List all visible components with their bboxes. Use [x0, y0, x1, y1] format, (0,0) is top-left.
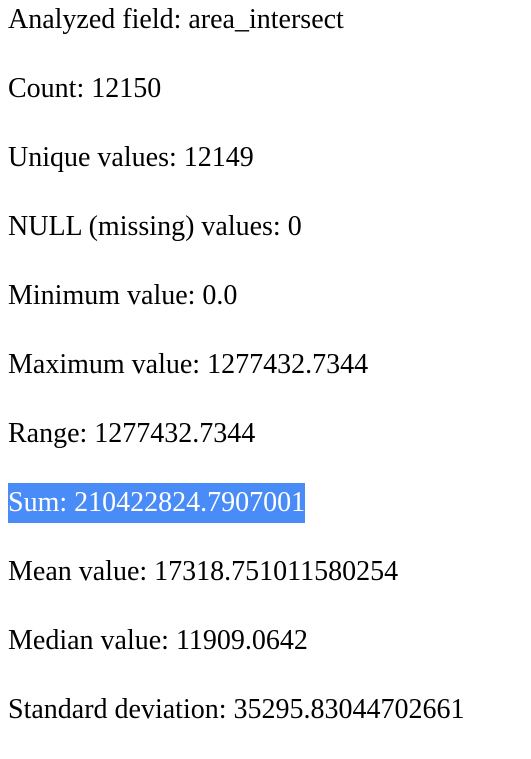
standard-deviation-line: Standard deviation: 35295.83044702661	[8, 690, 531, 759]
unique-values-text[interactable]: Unique values: 12149	[8, 142, 254, 173]
sum-line: Sum: 210422824.7907001	[8, 483, 531, 552]
null-values-line: NULL (missing) values: 0	[8, 207, 531, 276]
count-text[interactable]: Count: 12150	[8, 73, 162, 104]
maximum-value-text[interactable]: Maximum value: 1277432.7344	[8, 349, 369, 380]
range-line: Range: 1277432.7344	[8, 414, 531, 483]
mean-value-line: Mean value: 17318.751011580254	[8, 552, 531, 621]
statistics-page: { "stats": { "analyzed_field": "Analyzed…	[8, 4, 465, 725]
median-value-text[interactable]: Median value: 11909.0642	[8, 625, 308, 656]
analyzed-field-text[interactable]: Analyzed field: area_intersect	[8, 4, 344, 35]
maximum-value-line: Maximum value: 1277432.7344	[8, 345, 531, 414]
statistics-output[interactable]: Analyzed field: area_intersect Count: 12…	[8, 0, 531, 759]
sum-text-selected[interactable]: Sum: 210422824.7907001	[8, 483, 306, 523]
null-values-text[interactable]: NULL (missing) values: 0	[8, 211, 302, 242]
minimum-value-line: Minimum value: 0.0	[8, 276, 531, 345]
analyzed-field-line: Analyzed field: area_intersect	[8, 0, 531, 69]
count-line: Count: 12150	[8, 69, 531, 138]
unique-values-line: Unique values: 12149	[8, 138, 531, 207]
median-value-line: Median value: 11909.0642	[8, 621, 531, 690]
standard-deviation-text[interactable]: Standard deviation: 35295.83044702661	[8, 694, 465, 725]
range-text[interactable]: Range: 1277432.7344	[8, 418, 256, 449]
minimum-value-text[interactable]: Minimum value: 0.0	[8, 280, 238, 311]
mean-value-text[interactable]: Mean value: 17318.751011580254	[8, 556, 399, 587]
